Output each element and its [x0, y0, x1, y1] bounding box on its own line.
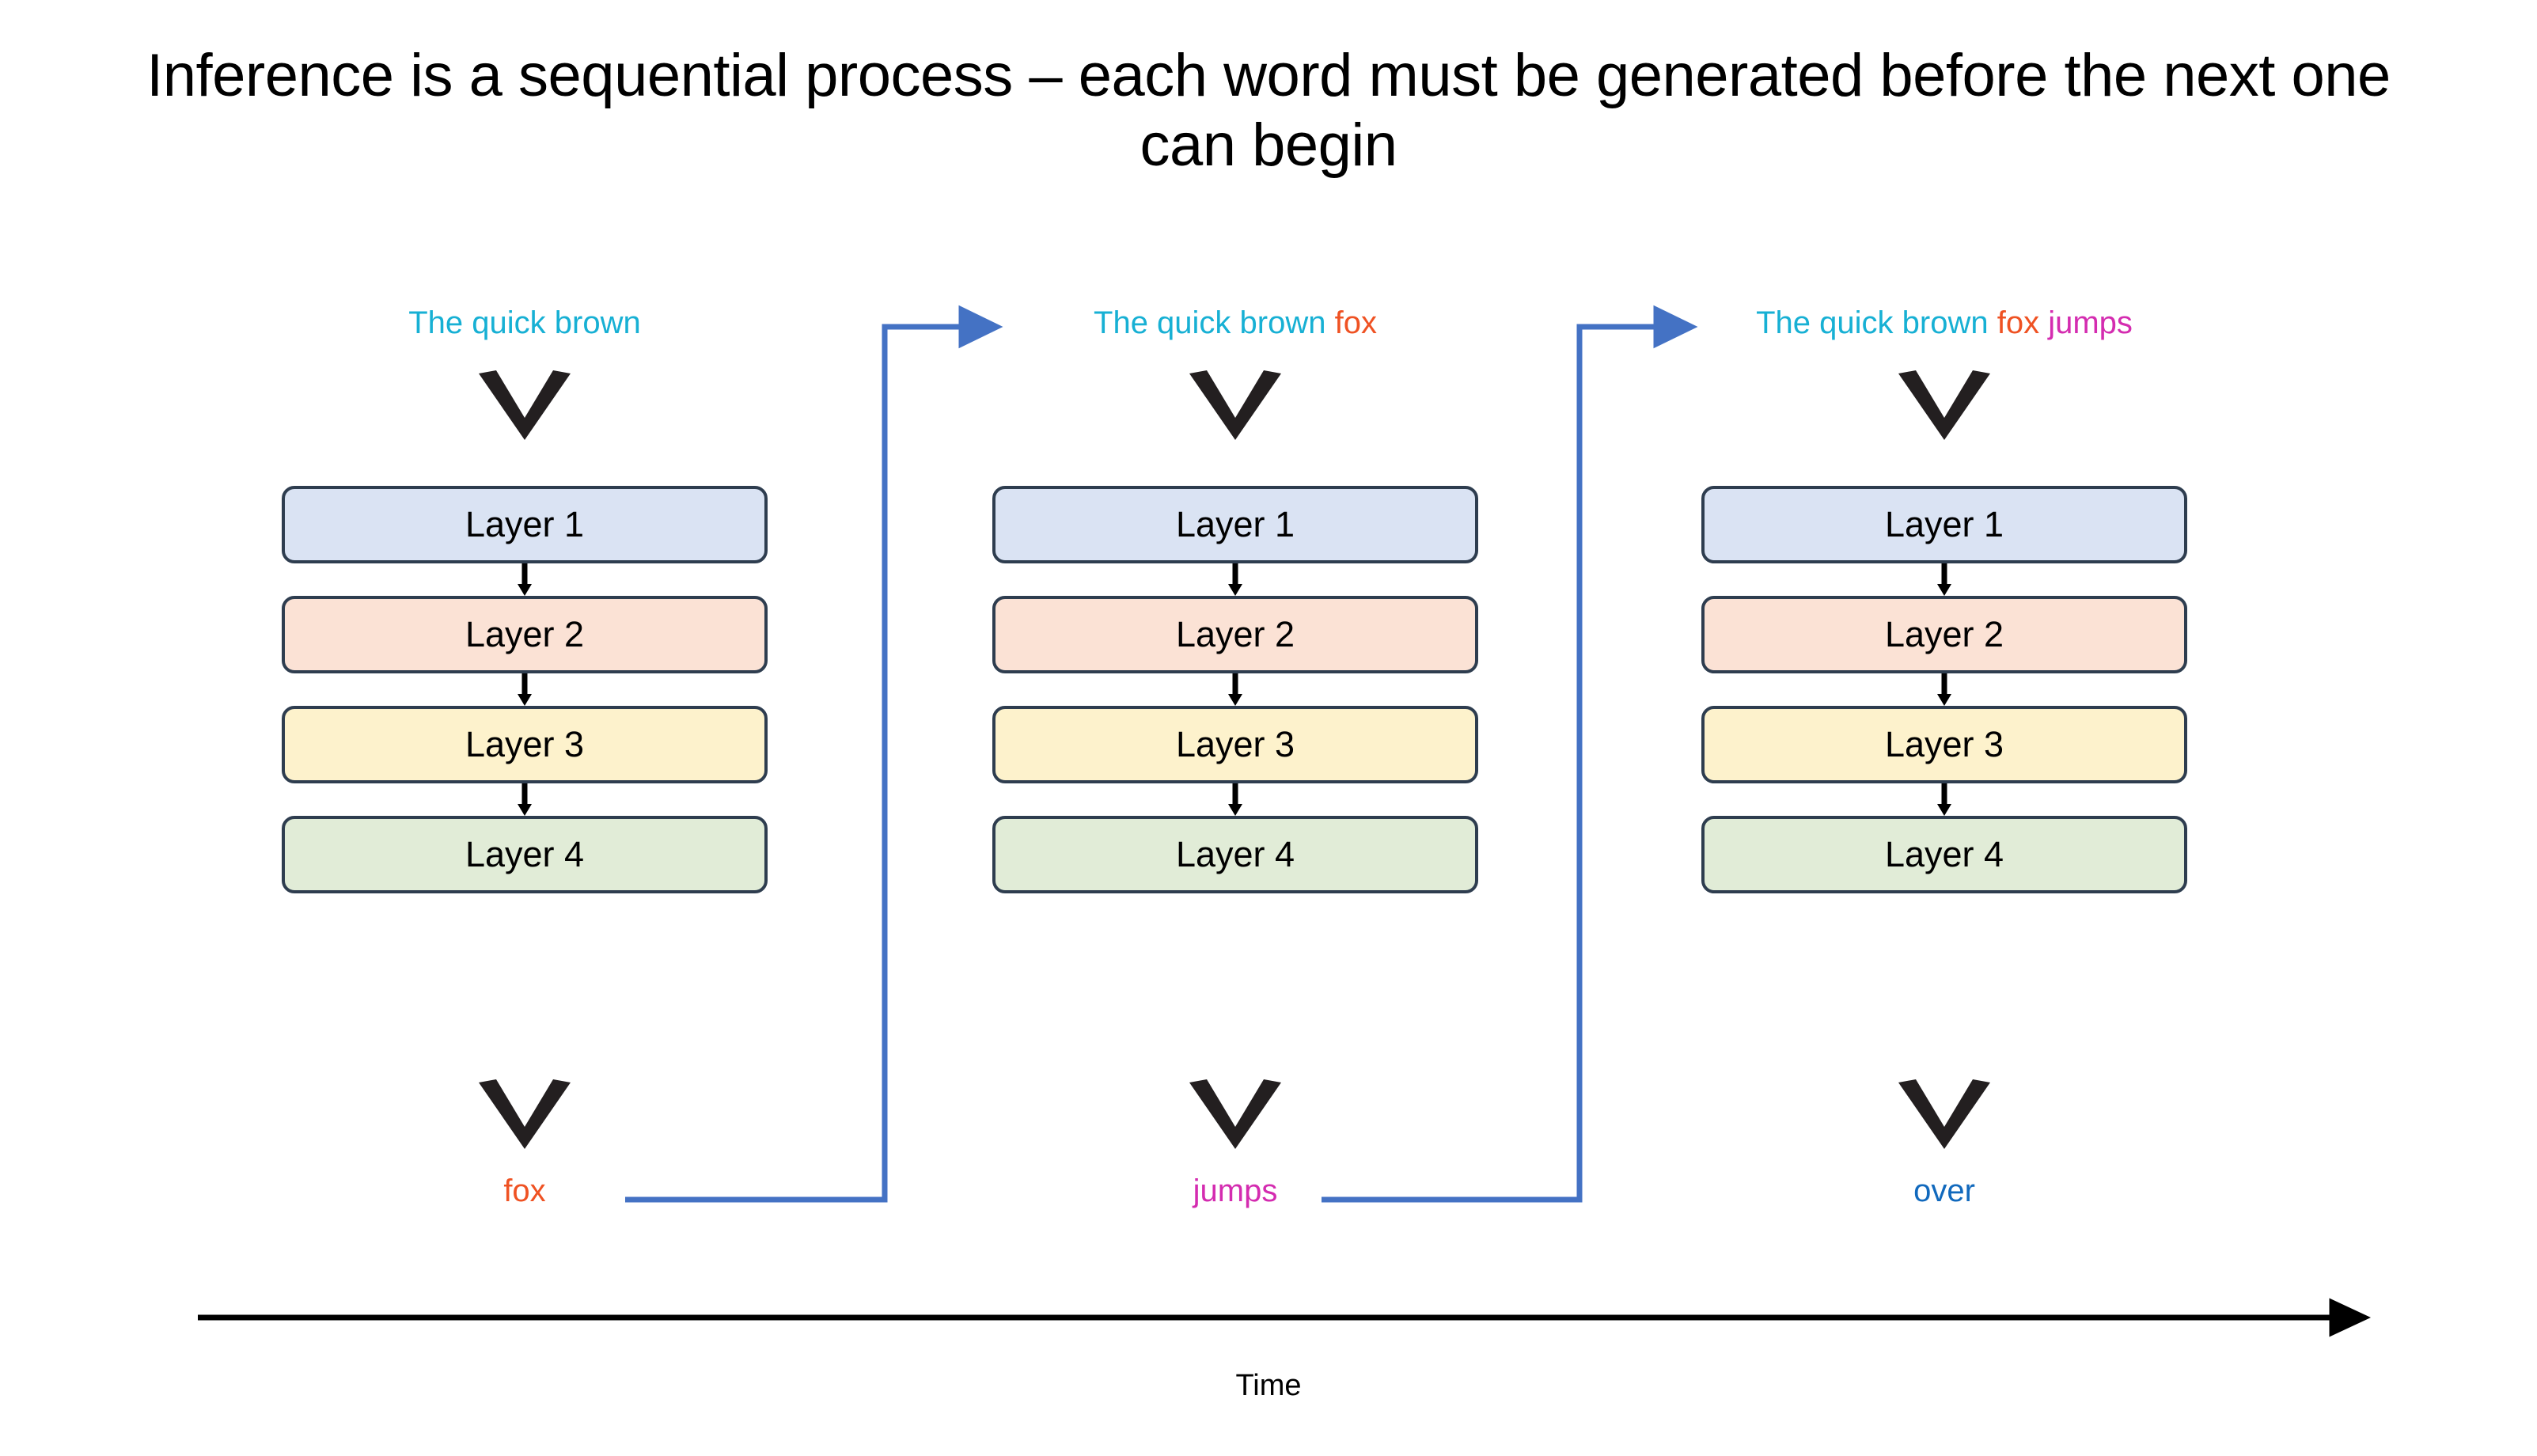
input-token: The quick brown — [1756, 305, 1989, 340]
input-token: The quick brown — [408, 305, 641, 340]
layer-connector — [992, 563, 1478, 596]
chevron-down-icon — [479, 370, 571, 440]
layer-label: Layer 4 — [465, 834, 585, 874]
layer-connector — [992, 783, 1478, 816]
step-2-output-word: jumps — [787, 1175, 1684, 1207]
layer-box[interactable]: Layer 3 — [992, 706, 1478, 783]
step-1-layer-stack: Layer 1 Layer 2 Layer 3 — [282, 486, 768, 893]
arrow-down-icon — [518, 563, 532, 596]
arrow-down-icon — [1228, 783, 1242, 816]
layer-box[interactable]: Layer 4 — [282, 816, 768, 893]
input-token: fox — [1334, 305, 1377, 340]
chevron-down-icon — [479, 1079, 571, 1149]
layer-label: Layer 1 — [1175, 504, 1295, 544]
layer-box[interactable]: Layer 4 — [992, 816, 1478, 893]
layer-label: Layer 4 — [1884, 834, 2004, 874]
layer-box[interactable]: Layer 4 — [1701, 816, 2187, 893]
step-3-layer-stack: Layer 1 Layer 2 Layer 3 — [1701, 486, 2187, 893]
layer-connector — [282, 783, 768, 816]
layer-box[interactable]: Layer 1 — [282, 486, 768, 563]
layer-connector — [282, 673, 768, 706]
layer-box[interactable]: Layer 3 — [282, 706, 768, 783]
layer-label: Layer 2 — [465, 614, 585, 654]
inference-step-2: The quick brown fox Layer 1 Layer 2 — [992, 0, 1478, 1456]
arrow-down-icon — [518, 673, 532, 706]
time-axis-label: Time — [1235, 1369, 1302, 1402]
arrow-down-icon — [518, 783, 532, 816]
step-1-output-word: fox — [76, 1175, 973, 1207]
layer-connector — [1701, 673, 2187, 706]
layer-label: Layer 3 — [1175, 724, 1295, 764]
layer-box[interactable]: Layer 2 — [992, 596, 1478, 673]
layer-label: Layer 1 — [1884, 504, 2004, 544]
step-3-output-word: over — [1496, 1175, 2393, 1207]
step-3-input-text: The quick brown fox jumps — [1496, 307, 2393, 339]
layer-label: Layer 3 — [1884, 724, 2004, 764]
step-2-input-text: The quick brown fox — [787, 307, 1684, 339]
input-token: jumps — [2048, 305, 2133, 340]
layer-label: Layer 2 — [1884, 614, 2004, 654]
layer-connector — [282, 563, 768, 596]
layer-connector — [1701, 783, 2187, 816]
layer-connector — [1701, 563, 2187, 596]
step-2-layer-stack: Layer 1 Layer 2 Layer 3 — [992, 486, 1478, 893]
output-token: over — [1913, 1174, 1975, 1208]
layer-box[interactable]: Layer 2 — [1701, 596, 2187, 673]
layer-label: Layer 3 — [465, 724, 585, 764]
chevron-down-icon — [1189, 370, 1281, 440]
layer-box[interactable]: Layer 3 — [1701, 706, 2187, 783]
arrow-down-icon — [1228, 673, 1242, 706]
arrow-down-icon — [1937, 673, 1951, 706]
inference-step-3: The quick brown fox jumps Layer 1 Layer … — [1701, 0, 2187, 1456]
layer-label: Layer 4 — [1175, 834, 1295, 874]
layer-connector — [992, 673, 1478, 706]
chevron-down-icon — [1898, 370, 1990, 440]
layer-box[interactable]: Layer 1 — [992, 486, 1478, 563]
chevron-down-icon — [1898, 1079, 1990, 1149]
input-token: The quick brown — [1094, 305, 1326, 340]
step-1-input-text: The quick brown — [76, 307, 973, 339]
output-token: jumps — [1193, 1174, 1278, 1208]
input-token: fox — [1997, 305, 2040, 340]
arrow-down-icon — [1937, 563, 1951, 596]
layer-label: Layer 2 — [1175, 614, 1295, 654]
layer-box[interactable]: Layer 2 — [282, 596, 768, 673]
page-title: Inference is a sequential process – each… — [146, 42, 2391, 180]
arrow-down-icon — [1937, 783, 1951, 816]
arrow-down-icon — [1228, 563, 1242, 596]
chevron-down-icon — [1189, 1079, 1281, 1149]
layer-label: Layer 1 — [465, 504, 585, 544]
inference-step-1: The quick brown Layer 1 Layer 2 — [282, 0, 768, 1456]
output-token: fox — [503, 1174, 546, 1208]
layer-box[interactable]: Layer 1 — [1701, 486, 2187, 563]
